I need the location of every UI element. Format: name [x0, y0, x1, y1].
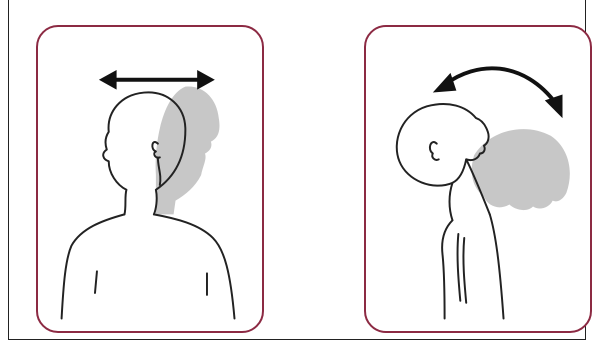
- double-arrow-horizontal-icon: [99, 70, 215, 90]
- curved-double-arrow-icon: [433, 68, 563, 118]
- figure-frame: [8, 0, 586, 340]
- head-shadow-icon: [472, 129, 570, 210]
- head-tilted-back-icon: [397, 104, 504, 319]
- head-extension-illustration: [366, 27, 590, 331]
- panel-head-rotation: [36, 25, 264, 333]
- rotated-head-shadow-icon: [156, 86, 220, 214]
- panel-head-extension: [364, 25, 592, 333]
- head-rotation-illustration: [38, 27, 262, 331]
